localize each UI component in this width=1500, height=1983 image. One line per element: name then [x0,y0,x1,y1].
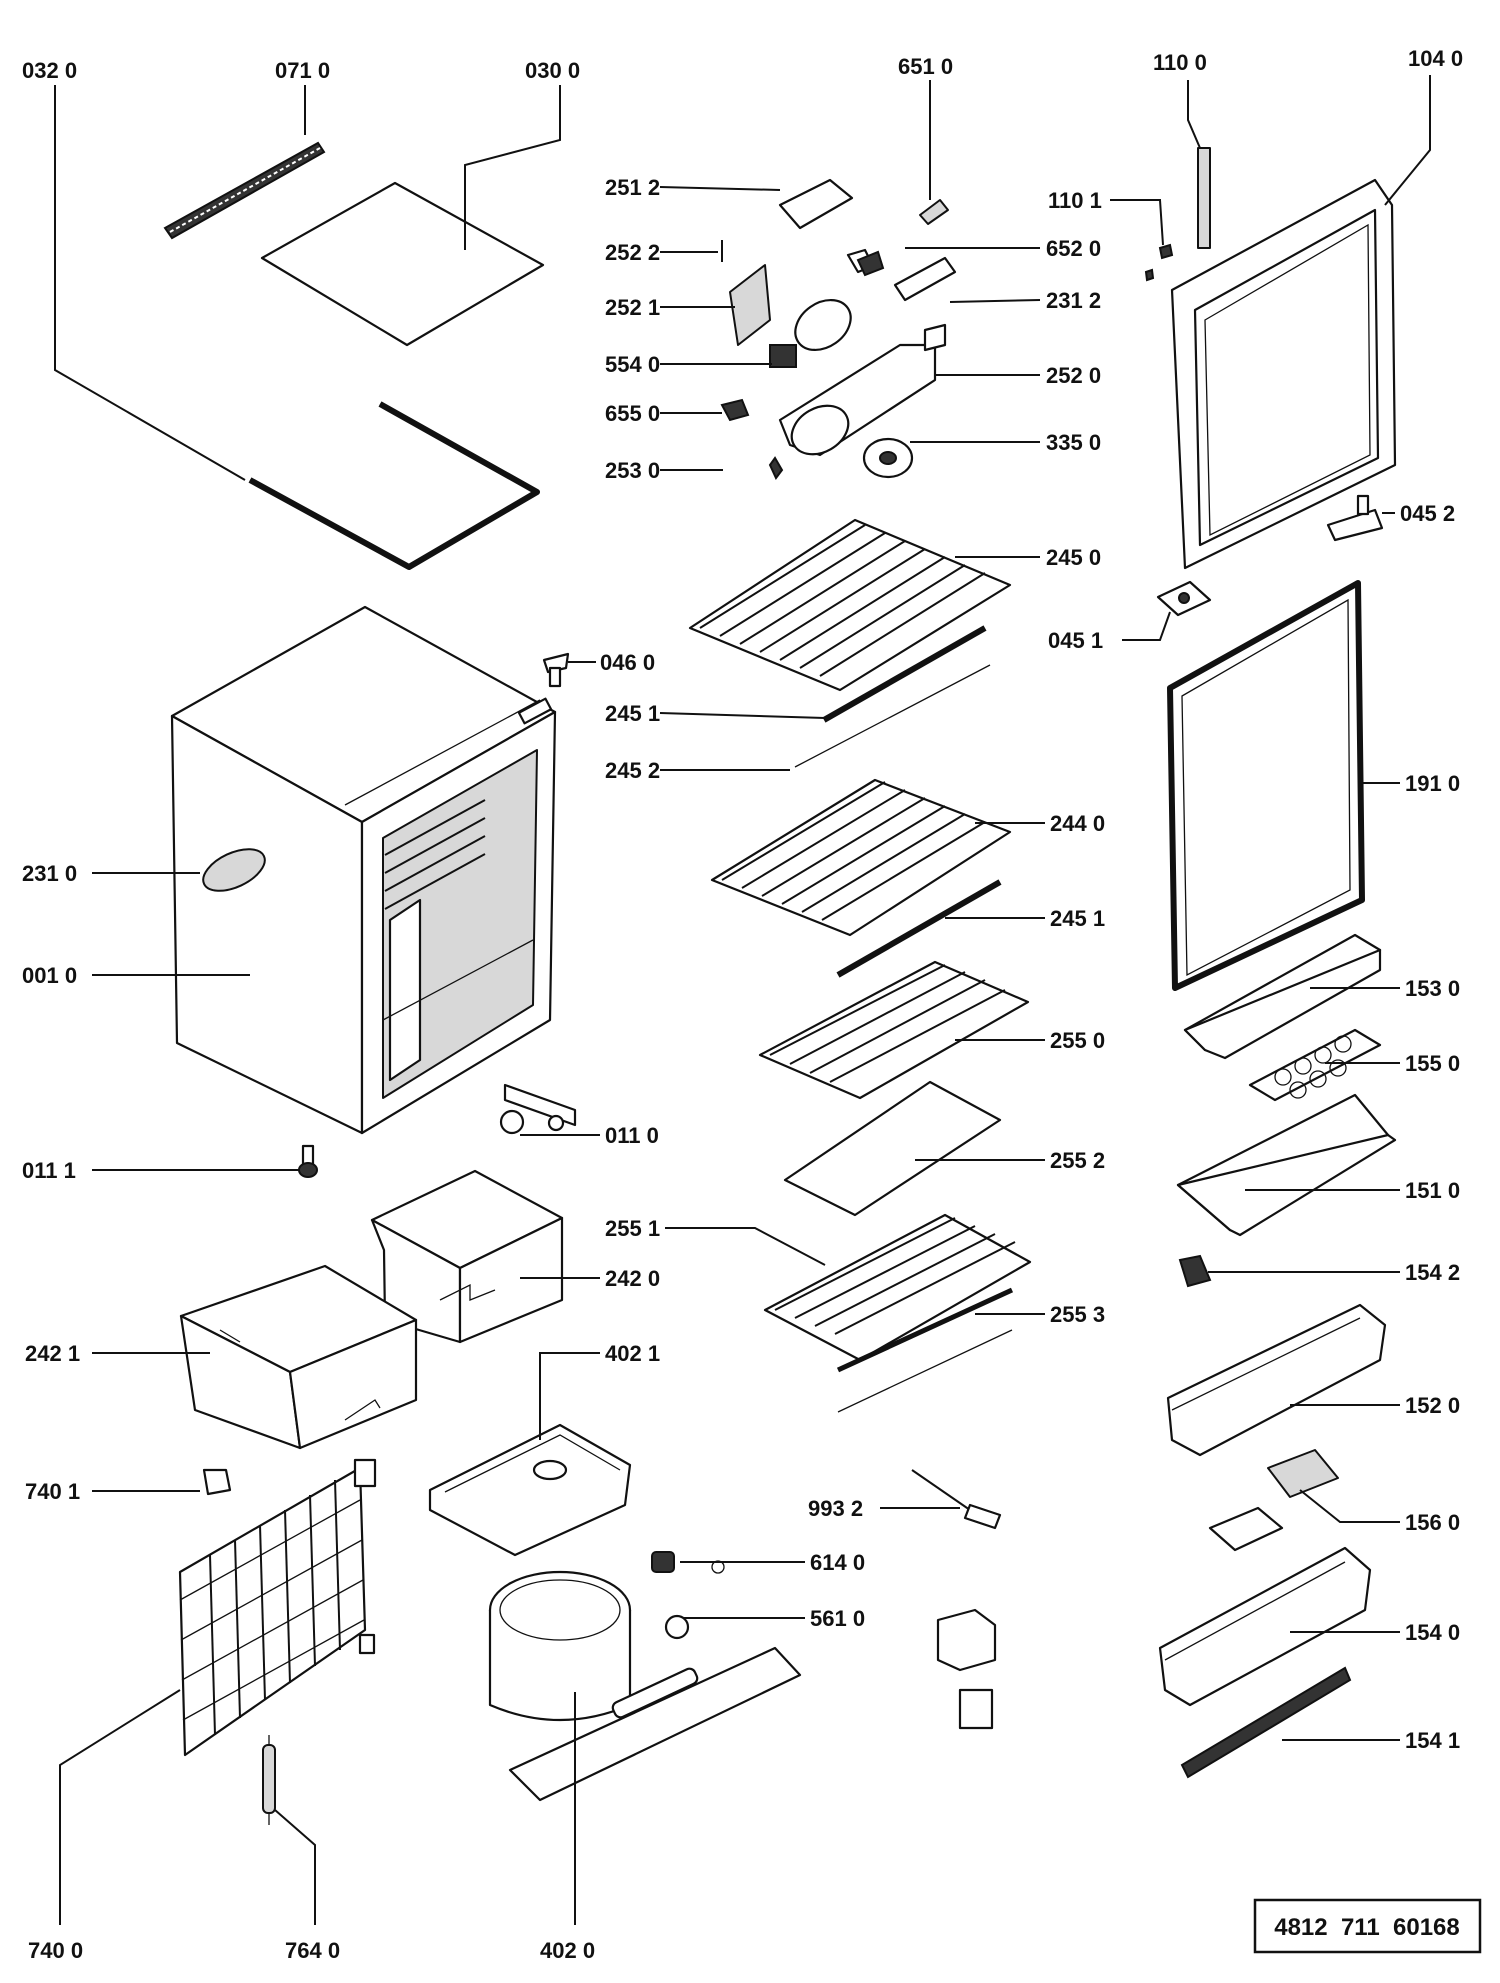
label-151-0: 151 0 [1405,1178,1460,1203]
egg-tray [1248,1028,1382,1102]
label-255-1: 255 1 [605,1216,660,1241]
hinge-pin [298,1144,318,1178]
label-655-0: 655 0 [605,401,660,426]
label-104-0: 104 0 [1408,46,1463,71]
compressor [488,1570,802,1802]
label-191-0: 191 0 [1405,771,1460,796]
upper-door-hinge [1156,580,1212,617]
label-242-0: 242 0 [605,1266,660,1291]
misc-small-parts [936,1608,997,1730]
screw-046 [542,652,570,688]
outer-door [1170,178,1397,570]
temperature-sensor [911,1469,1002,1530]
label-614-0: 614 0 [810,1550,865,1575]
label-251-2: 251 2 [605,175,660,200]
label-255-3: 255 3 [1050,1302,1105,1327]
reference-box: 4812 711 60168 [1253,1898,1482,1954]
shelf-panel-255-2 [783,1080,1002,1217]
part-drawings [163,141,1397,1825]
label-245-1-upper: 245 1 [605,701,660,726]
label-153-0: 153 0 [1405,976,1460,1001]
label-110-1: 110 1 [1048,188,1102,213]
label-402-1: 402 1 [605,1341,660,1366]
shelf-strip-245-2 [794,664,991,768]
label-402-0: 402 0 [540,1938,595,1963]
label-252-1: 252 1 [605,295,660,320]
label-252-2: 252 2 [605,240,660,265]
label-154-2: 154 2 [1405,1260,1460,1285]
hinge-bracket [499,1083,577,1135]
label-231-2: 231 2 [1046,288,1101,313]
butter-compartment [1208,1449,1339,1552]
top-trim-strip [163,141,326,240]
door-bin-152 [1166,1303,1387,1457]
top-plate [260,181,545,347]
door-gasket [1167,580,1365,991]
label-011-0: 011 0 [605,1123,659,1148]
label-245-1-lower: 245 1 [1050,906,1105,931]
cabinet [170,605,557,1135]
label-245-2: 245 2 [605,758,660,783]
label-231-0: 231 0 [22,861,77,886]
label-154-1: 154 1 [1405,1728,1460,1753]
label-652-0: 652 0 [1046,236,1101,261]
shelf-255-1 [763,1213,1032,1362]
label-554-0: 554 0 [605,352,660,377]
label-335-0: 335 0 [1046,430,1101,455]
compressor-cover [428,1423,632,1557]
door-shelf-153 [1183,933,1382,1060]
shelf-trim-255-3 [836,1287,1014,1373]
overload-protector [664,1614,690,1640]
shelf-trim-245-1b [836,879,1002,978]
label-651-0: 651 0 [898,54,953,79]
bin-clip [1178,1254,1212,1288]
shelf-255 [758,960,1030,1100]
label-011-1: 011 1 [22,1158,76,1183]
label-032-0: 032 0 [22,58,77,83]
label-001-0: 001 0 [22,963,77,988]
condenser [178,1458,377,1757]
label-252-0: 252 0 [1046,363,1101,388]
label-245-0: 245 0 [1046,545,1101,570]
label-071-0: 071 0 [275,58,330,83]
shelf-244 [710,778,1012,937]
label-244-0: 244 0 [1050,811,1105,836]
door-hinge-pin [1144,147,1211,282]
bottle-bin [1158,1546,1372,1707]
top-seal-frame [248,401,540,570]
shelf-245 [688,518,1012,692]
reference-number: 4812 711 60168 [1274,1914,1460,1941]
label-242-1: 242 1 [25,1341,80,1366]
label-740-1: 740 1 [25,1479,80,1504]
label-110-0: 110 0 [1153,50,1207,75]
door-bin-151 [1176,1093,1397,1237]
label-993-2: 993 2 [808,1496,863,1521]
label-152-0: 152 0 [1405,1393,1460,1418]
label-764-0: 764 0 [285,1938,340,1963]
label-740-0: 740 0 [28,1938,83,1963]
label-155-0: 155 0 [1405,1051,1460,1076]
label-255-0: 255 0 [1050,1028,1105,1053]
part-labels: 032 0 071 0 030 0 651 0 110 0 104 0 251 … [22,46,1463,1963]
control-assembly [720,178,957,480]
label-046-0: 046 0 [600,650,655,675]
filter-drier [262,1735,276,1825]
label-045-2: 045 2 [1400,501,1455,526]
bottle-rack [1180,1666,1352,1779]
cabinet-badge [202,848,266,892]
clip-740-1 [202,1468,232,1496]
shelf-trim-245-1a [822,625,987,723]
leader-lines [54,75,1431,1925]
label-561-0: 561 0 [810,1606,865,1631]
lower-door-hinge [1326,494,1384,542]
label-045-1: 045 1 [1048,628,1103,653]
label-156-0: 156 0 [1405,1510,1460,1535]
shelf-strip-lower [837,1329,1013,1413]
label-253-0: 253 0 [605,458,660,483]
label-154-0: 154 0 [1405,1620,1460,1645]
label-030-0: 030 0 [525,58,580,83]
label-255-2: 255 2 [1050,1148,1105,1173]
crisper-front [179,1264,418,1450]
